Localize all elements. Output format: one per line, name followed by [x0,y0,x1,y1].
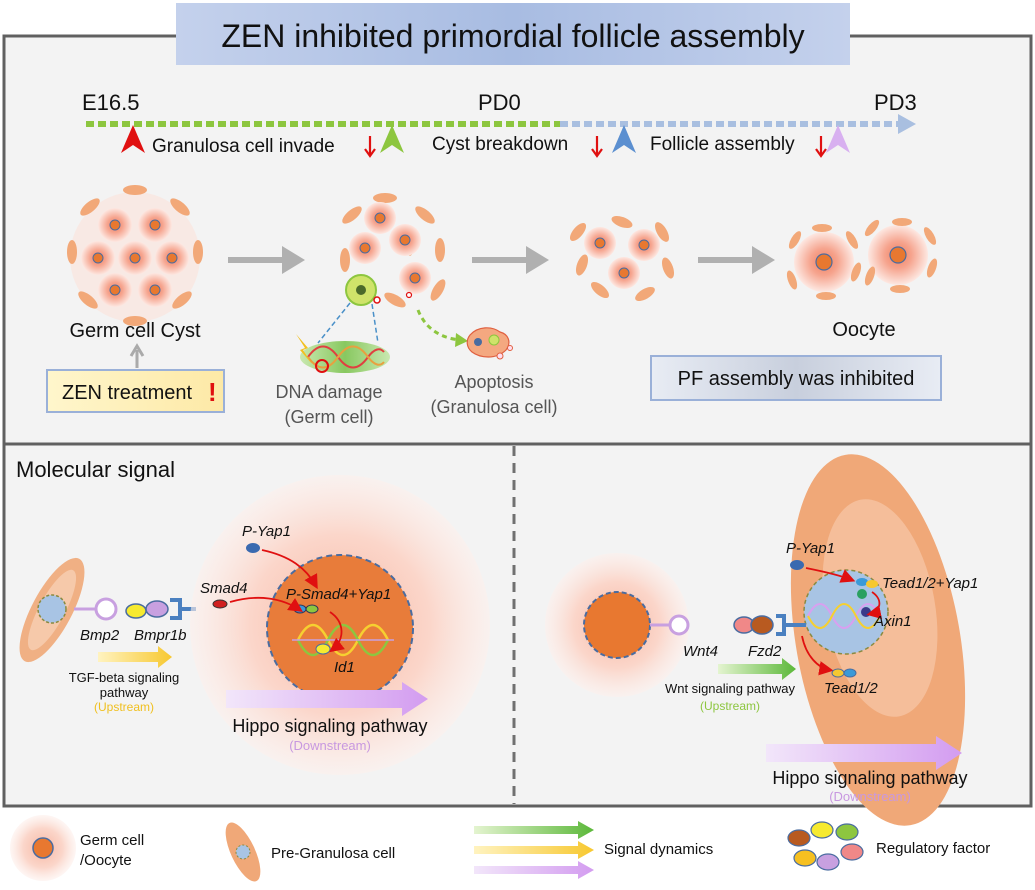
molecular-signal-title: Molecular signal [16,457,175,482]
process-arrow-2 [472,246,549,274]
dna-damage-label: DNA damage [275,382,382,402]
tead-arrow [801,635,834,676]
legend-germ-cell [10,815,76,881]
legend-germ-label-1: Germ cell [80,832,144,849]
right-oocyte [545,553,689,697]
legend-signal-label: Signal dynamics [604,841,713,858]
yap1-arrow [261,549,318,590]
timeline-end: PD3 [874,90,917,115]
title-banner [176,3,850,65]
legend-signal-arrows [474,821,594,879]
oocytes [786,218,938,300]
zoom-line-right [371,303,379,344]
axin1-arrow [866,591,883,619]
up-arrow-icon [129,343,145,368]
stage-follicle-assembly: Follicle assembly [650,134,795,155]
right-yap1-arrow [805,567,856,583]
apoptosis-arrow [416,309,461,342]
wnt-upstream: (Upstream) [700,699,760,713]
process-arrow-1 [228,246,305,274]
left-p-yap1-label: P-Yap1 [242,523,291,540]
stage-cyst-breakdown: Cyst breakdown [432,134,568,155]
process-arrow-3 [698,246,775,274]
marker-red [121,125,145,153]
apoptosis-icon [466,327,513,360]
inhibited-label: PF assembly was inhibited [678,368,915,390]
tead-label: Tead1/2 [824,680,878,697]
inhibited-box [650,355,942,401]
broken-cyst [569,215,675,301]
smad4-dot [212,599,228,609]
alert-mark: ! [208,377,217,407]
right-hippo-downstream: (Downstream) [829,789,911,804]
tead-dot-1 [831,668,845,678]
tgf-upstream: (Upstream) [94,700,154,714]
timeline-arrowhead [898,114,916,134]
fzd2-label: Fzd2 [748,643,782,660]
apoptosis-arrowhead [455,333,468,347]
id1-arrow [329,611,345,653]
timeline-mid: PD0 [478,90,521,115]
right-p-yap1-label: P-Yap1 [786,540,835,557]
tgf-label-line1: TGF-beta signaling [69,670,180,685]
zen-treatment-label: ZEN treatment [62,382,192,404]
dna-damage-sublabel: (Germ cell) [285,407,374,427]
left-granulosa-cell [19,557,85,663]
wnt-receptor-complex [650,614,806,636]
p-yap1-dot [246,543,260,553]
marker-green [380,125,404,153]
smad4-label: Smad4 [200,580,248,597]
tgf-arrow [98,646,172,668]
down-arrow-icon [364,136,827,158]
oocyte-label: Oocyte [832,319,895,341]
legend-granulosa [225,822,261,882]
legend-regulatory-factors [787,821,864,871]
wnt4-label: Wnt4 [683,643,718,660]
apoptosis-label: Apoptosis [454,372,533,392]
right-hippo-arrow [766,736,962,770]
legend-germ-label-2: /Oocyte [80,852,132,869]
marker-lilac [826,125,850,153]
bmpr1b-label: Bmpr1b [134,627,187,644]
timeline-start: E16.5 [82,90,140,115]
bmp2-label: Bmp2 [80,627,120,644]
stage-granulosa-invade: Granulosa cell invade [152,136,335,157]
wnt-arrow [718,658,796,680]
page-title: ZEN inhibited primordial follicle assemb… [221,18,804,54]
wnt-label: Wnt signaling pathway [665,681,796,696]
invaded-cyst [340,193,446,308]
tgf-label-line2: pathway [100,685,149,700]
left-hippo-arrow [226,682,428,716]
tead-yap1-label: Tead1/2+Yap1 [882,575,978,592]
cyst-label: Germ cell Cyst [69,320,201,342]
axin1-label: Axin1 [873,613,912,630]
left-hippo-downstream: (Downstream) [289,738,371,753]
psmad4-yap1-label: P-Smad4+Yap1 [286,586,391,603]
zoom-line-left [317,302,351,344]
dna-damage-icon [296,334,390,373]
id1-label: Id1 [334,659,355,676]
tead-dot-2 [843,668,857,678]
marker-blue [612,125,636,153]
germ-cell-cyst [67,185,203,326]
legend-granulosa-label: Pre-Granulosa cell [271,845,395,862]
smad4-arrow [229,596,303,612]
right-p-yap1-dot [790,560,804,570]
right-hippo-label: Hippo signaling pathway [772,768,967,788]
left-hippo-label: Hippo signaling pathway [232,716,427,736]
legend-regulatory-label: Regulatory factor [876,840,990,857]
zen-treatment-box [46,369,225,413]
apoptosis-sublabel: (Granulosa cell) [430,397,557,417]
